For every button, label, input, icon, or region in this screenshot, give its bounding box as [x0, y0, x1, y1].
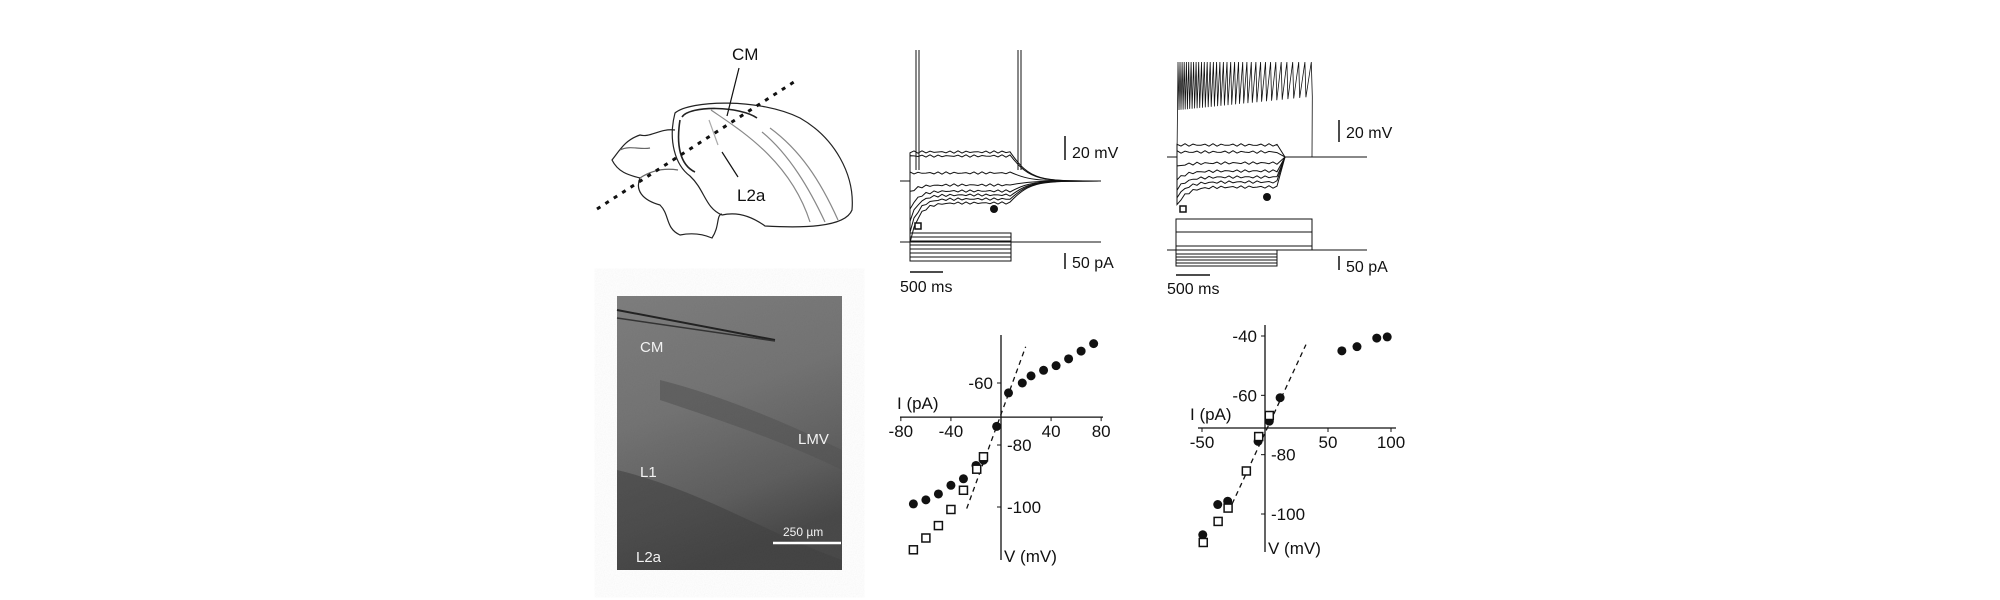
l2a-pointer-line — [721, 151, 739, 178]
y-tick-label: -100 — [1271, 505, 1305, 524]
current-step-box — [909, 232, 1012, 262]
micrograph-image — [616, 296, 842, 570]
data-point-open-square — [1223, 503, 1233, 513]
y-tick-label: -40 — [1232, 327, 1257, 346]
micrograph-label-l2a: L2a — [636, 549, 662, 566]
label-l2a: L2a — [737, 186, 766, 205]
y-tick-label: -60 — [968, 374, 993, 393]
data-point-open-square — [921, 533, 931, 543]
right-current-scale-label: 50 pA — [1346, 259, 1388, 276]
data-point-open-square — [933, 520, 944, 531]
data-point-filled-circle — [933, 489, 943, 499]
micrograph-label-lmv: LMV — [798, 431, 829, 448]
current-step-box — [1175, 218, 1313, 251]
voltage-trace — [1167, 156, 1367, 182]
label-cm: CM — [732, 45, 758, 64]
data-point-filled-circle — [1198, 530, 1208, 540]
data-point-open-square — [1241, 466, 1252, 476]
brain-schematic — [611, 102, 853, 239]
voltage-trace — [1167, 156, 1367, 167]
voltage-trace — [1167, 143, 1367, 158]
left-current-scale-label: 50 pA — [1072, 255, 1114, 272]
voltage-trace — [1167, 149, 1367, 158]
current-step-box — [1175, 249, 1278, 267]
x-axis-label: I (pA) — [1190, 405, 1232, 424]
data-point-filled-circle — [1004, 388, 1014, 398]
x-tick-label: 40 — [1042, 422, 1061, 441]
x-tick-label: -80 — [889, 422, 914, 441]
data-point-open-square — [908, 545, 919, 555]
voltage-trace — [900, 180, 1102, 211]
data-point-filled-circle — [1213, 500, 1223, 510]
data-point-filled-circle — [1017, 378, 1027, 388]
x-tick-label: -50 — [1190, 433, 1215, 452]
data-point-filled-circle — [958, 474, 968, 484]
data-point-open-square — [978, 452, 989, 462]
micrograph-label-cm: CM — [640, 339, 663, 356]
x-tick-label: 100 — [1377, 433, 1405, 452]
data-point-filled-circle — [1051, 361, 1061, 371]
data-point-filled-circle — [992, 421, 1002, 431]
fit-line-dashed — [1231, 344, 1307, 505]
iv-plot-right: -50 50 100 -40 -60 -80 -100 I (pA) V (mV) — [1190, 325, 1405, 558]
left-peak-marker-square — [914, 222, 922, 230]
section-plane-dotted-line — [596, 78, 798, 211]
data-point-open-square — [1264, 410, 1275, 421]
action-potential-spikes — [915, 50, 1022, 170]
data-point-filled-circle — [921, 495, 931, 505]
voltage-trace — [900, 171, 1102, 182]
data-point-filled-circle — [1064, 354, 1074, 364]
data-point-open-square — [958, 485, 969, 496]
left-steady-marker-circle — [990, 205, 998, 213]
voltage-trace — [900, 180, 1102, 233]
data-point-open-square — [946, 504, 956, 515]
cm-pointer-line — [726, 67, 740, 117]
voltage-traces-left — [900, 50, 1102, 262]
data-point-filled-circle — [1382, 332, 1392, 342]
y-axis-label: V (mV) — [1268, 539, 1321, 558]
data-point-filled-circle — [1372, 333, 1382, 343]
voltage-trace — [1167, 156, 1367, 200]
voltage-trace — [900, 150, 1102, 182]
left-time-scale-label: 500 ms — [900, 279, 952, 296]
y-tick-label: -80 — [1271, 446, 1296, 465]
data-point-open-square — [1213, 516, 1223, 527]
data-point-filled-circle — [1337, 346, 1347, 356]
micrograph-label-l1: L1 — [640, 464, 657, 481]
data-point-filled-circle — [1275, 393, 1285, 403]
data-point-filled-circle — [908, 499, 918, 509]
data-point-filled-circle — [1089, 339, 1099, 349]
data-point-open-square — [1198, 537, 1209, 548]
data-point-filled-circle — [1352, 342, 1362, 352]
data-point-open-square — [971, 464, 982, 474]
iv-plot-left: -80 -40 40 80 -60 -80 -100 I (pA) V (mV) — [889, 335, 1111, 566]
y-tick-label: -60 — [1232, 386, 1257, 405]
spike-train — [1176, 61, 1367, 158]
x-axis-label: I (pA) — [897, 394, 939, 413]
right-steady-marker-circle — [1263, 193, 1271, 201]
x-tick-label: -40 — [939, 422, 964, 441]
fit-line-dashed — [966, 346, 1027, 509]
data-point-filled-circle — [946, 480, 956, 490]
right-time-scale-label: 500 ms — [1167, 281, 1219, 298]
data-point-filled-circle — [1026, 371, 1036, 381]
x-tick-label: 50 — [1319, 433, 1338, 452]
voltage-traces-right — [1167, 61, 1367, 267]
y-tick-label: -100 — [1007, 498, 1041, 517]
voltage-trace — [1167, 156, 1367, 206]
left-voltage-scale-label: 20 mV — [1072, 145, 1119, 162]
voltage-trace — [900, 180, 1102, 192]
y-tick-label: -80 — [1007, 436, 1032, 455]
micrograph-scale-label: 250 µm — [783, 525, 823, 539]
data-point-filled-circle — [1076, 346, 1086, 356]
y-axis-label: V (mV) — [1004, 547, 1057, 566]
voltage-trace — [900, 154, 1102, 182]
data-point-filled-circle — [1039, 365, 1049, 375]
x-tick-label: 80 — [1092, 422, 1111, 441]
voltage-trace — [1167, 156, 1367, 193]
right-voltage-scale-label: 20 mV — [1346, 125, 1393, 142]
right-peak-marker-square — [1179, 205, 1187, 213]
data-point-open-square — [1253, 431, 1264, 442]
voltage-trace — [900, 180, 1102, 243]
